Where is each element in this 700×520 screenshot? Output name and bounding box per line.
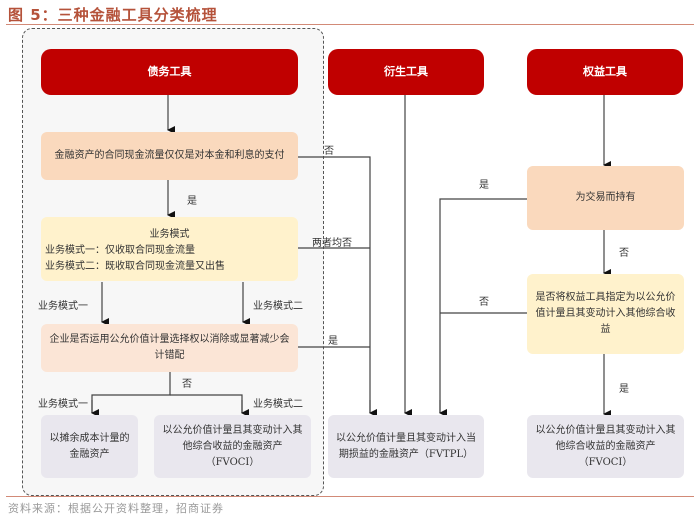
label-designate-no: 否 bbox=[479, 297, 489, 308]
edge-sppi-no bbox=[298, 156, 371, 413]
debt-instrument-header: 债务工具 bbox=[41, 49, 298, 95]
label-sppi-no: 否 bbox=[324, 146, 334, 157]
fair-value-option-box: 企业是否运用公允价值计量选择权以消除或显著减少会计错配 bbox=[41, 324, 298, 372]
label-fvo-yes: 是 bbox=[328, 336, 338, 347]
label-mode-two-lower: 业务模式二 bbox=[253, 399, 303, 410]
label-mode-two-upper: 业务模式二 bbox=[253, 301, 303, 312]
business-model-box: 业务模式 业务模式一：仅收取合同现金流量 业务模式二：既收取合同现金流量又出售 bbox=[41, 217, 298, 281]
sppi-test-box: 金融资产的合同现金流量仅仅是对本金和利息的支付 bbox=[41, 132, 298, 180]
source-note: 资料来源：根据公开资料整理，招商证券 bbox=[8, 502, 224, 515]
equity-fvoci-box: 以公允价值计量且其变动计入其他综合收益的金融资产（FVOCI） bbox=[527, 415, 684, 478]
label-trading-yes: 是 bbox=[479, 180, 489, 191]
edge-trading-yes bbox=[439, 198, 527, 413]
fvtpl-box: 以公允价值计量且其变动计入当期损益的金融资产（FVTPL） bbox=[328, 415, 484, 478]
label-fvo-no: 否 bbox=[182, 379, 192, 390]
held-for-trading-box: 为交易而持有 bbox=[527, 166, 684, 230]
edge-fvo-no bbox=[91, 372, 171, 413]
business-model-two: 业务模式二：既收取合同现金流量又出售 bbox=[45, 261, 225, 272]
business-model-title: 业务模式 bbox=[149, 229, 190, 240]
derivative-instrument-header: 衍生工具 bbox=[328, 49, 484, 95]
label-mode-one-upper: 业务模式一 bbox=[38, 301, 88, 312]
label-trading-no: 否 bbox=[619, 248, 629, 259]
label-designate-yes: 是 bbox=[619, 384, 629, 395]
figure-title: 图 5：三种金融工具分类梳理 bbox=[8, 6, 218, 24]
designate-fvoci-box: 是否将权益工具指定为以公允价值计量且其变动计入其他综合收益 bbox=[527, 274, 684, 354]
equity-instrument-header: 权益工具 bbox=[527, 49, 683, 95]
label-sppi-yes: 是 bbox=[187, 196, 197, 207]
debt-fvoci-box: 以公允价值计量且其变动计入其他综合收益的金融资产（FVOCI） bbox=[154, 415, 311, 478]
label-both-no: 两者均否 bbox=[312, 238, 352, 249]
label-mode-one-lower: 业务模式一 bbox=[38, 399, 88, 410]
amortized-cost-box: 以摊余成本计量的金融资产 bbox=[41, 415, 138, 478]
title-divider bbox=[6, 24, 694, 25]
footer-divider bbox=[6, 496, 694, 497]
business-model-one: 业务模式一：仅收取合同现金流量 bbox=[45, 245, 195, 256]
